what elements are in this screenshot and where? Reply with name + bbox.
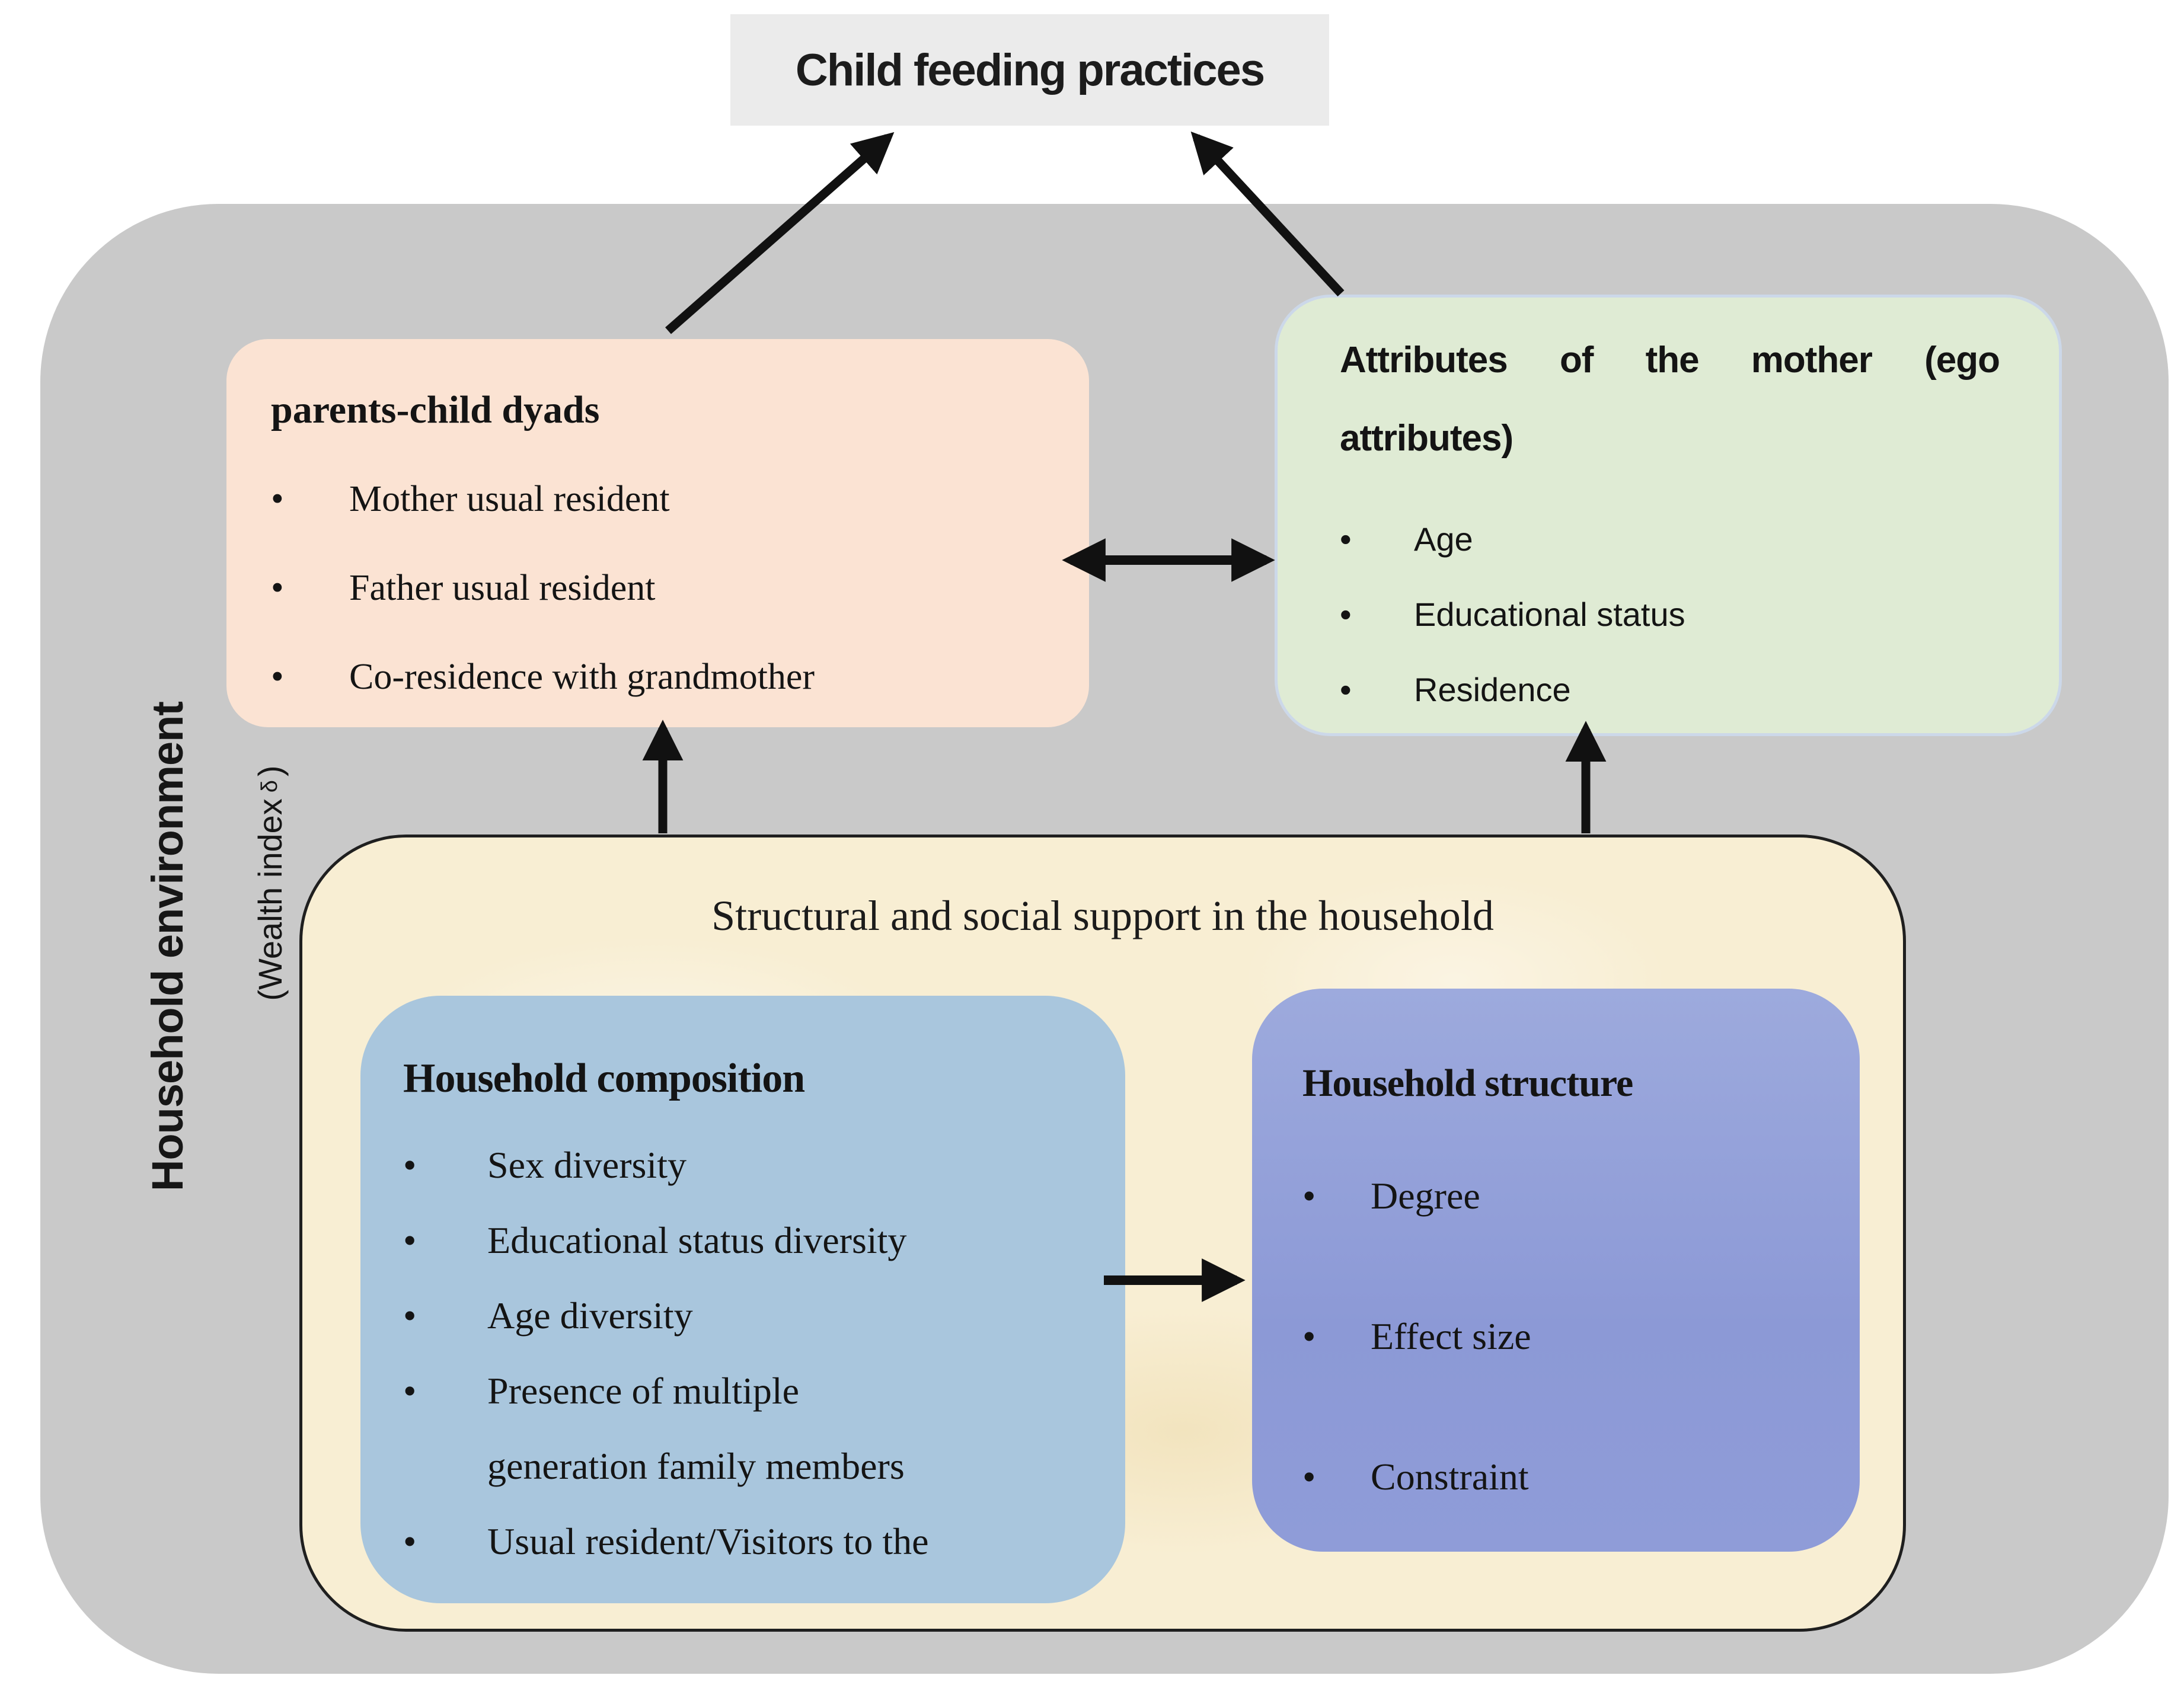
title-word: the: [1645, 340, 1700, 381]
structural-social-support-title: Structural and social support in the hou…: [711, 892, 1494, 939]
title-word: Attributes: [1340, 340, 1508, 381]
household-structure-title: Household structure: [1302, 1062, 1633, 1105]
household-structure-list: • Degree • Effect size • Constraint: [1302, 1172, 1836, 1501]
title-word: of: [1559, 340, 1594, 381]
household-structure-box: Household structure • Degree • Effect si…: [1252, 989, 1860, 1552]
bullet-icon: •: [1302, 1175, 1316, 1217]
list-item: • Sex diversity: [403, 1127, 1101, 1203]
wealth-index-suffix: ): [251, 765, 289, 777]
mother-attributes-title-line1: Attributes of the mother (ego: [1340, 321, 2000, 399]
mother-attributes-list: • Age • Educational status • Residence: [1340, 501, 2000, 727]
household-composition-title: Household composition: [403, 1056, 805, 1101]
bullet-icon: •: [403, 1219, 417, 1261]
child-feeding-practices-box: Child feeding practices: [730, 14, 1329, 126]
list-item-label: Mother usual resident: [349, 479, 670, 519]
list-item: • Degree: [1302, 1172, 1836, 1220]
bullet-icon: •: [271, 479, 284, 519]
child-feeding-practices-title: Child feeding practices: [795, 44, 1265, 95]
title-word: mother: [1751, 340, 1873, 381]
bullet-icon: •: [1340, 520, 1352, 558]
bullet-icon: •: [271, 657, 284, 697]
bullet-icon: •: [1302, 1315, 1316, 1357]
list-item: • Residence: [1340, 652, 2000, 727]
list-item-label: Presence of multiple generation family m…: [487, 1370, 905, 1487]
list-item-label: Age diversity: [487, 1294, 693, 1337]
household-environment-text: Household environment: [142, 702, 192, 1191]
bullet-icon: •: [403, 1520, 417, 1562]
wealth-index-prefix: (Wealth index: [251, 798, 289, 1001]
list-item-label: Residence: [1414, 671, 1571, 708]
list-item: • Educational status: [1340, 577, 2000, 652]
wealth-index-label: (Wealth index δ ): [251, 744, 289, 1022]
bullet-icon: •: [403, 1370, 417, 1412]
list-item: • Presence of multiple generation family…: [403, 1353, 1101, 1504]
title-word: (ego: [1924, 340, 2000, 381]
list-item-label: Father usual resident: [349, 568, 656, 608]
list-item-label: Educational status diversity: [487, 1219, 907, 1261]
list-item: • Age diversity: [403, 1278, 1101, 1353]
mother-attributes-box: Attributes of the mother (ego attributes…: [1275, 295, 2062, 736]
list-item-label: Educational status: [1414, 596, 1685, 633]
bullet-icon: •: [1340, 671, 1352, 708]
list-item: • Usual resident/Visitors to the: [403, 1504, 1101, 1579]
bullet-icon: •: [403, 1144, 417, 1186]
household-composition-box: Household composition • Sex diversity • …: [360, 996, 1125, 1603]
list-item: • Educational status diversity: [403, 1203, 1101, 1278]
bullet-icon: •: [403, 1294, 417, 1337]
household-environment-label: Household environment: [142, 674, 192, 1219]
wealth-index-delta: δ: [257, 780, 282, 793]
parents-child-dyads-title: parents-child dyads: [271, 388, 600, 431]
parents-child-dyads-box: parents-child dyads • Mother usual resid…: [226, 339, 1089, 727]
bullet-icon: •: [271, 568, 284, 608]
list-item-label: Effect size: [1371, 1315, 1531, 1357]
list-item-label: Age: [1414, 520, 1473, 558]
list-item-label: Sex diversity: [487, 1144, 687, 1186]
mother-attributes-title-line2: attributes): [1340, 418, 1514, 459]
list-item: • Mother usual resident: [271, 455, 1053, 544]
list-item: • Effect size: [1302, 1313, 1836, 1360]
bullet-icon: •: [1340, 596, 1352, 633]
household-composition-list: • Sex diversity • Educational status div…: [403, 1127, 1101, 1579]
parents-child-dyads-list: • Mother usual resident • Father usual r…: [271, 455, 1053, 721]
list-item: • Co-residence with grandmother: [271, 632, 1053, 721]
list-item-label: Co-residence with grandmother: [349, 657, 815, 697]
list-item: • Constraint: [1302, 1453, 1836, 1501]
list-item-label: Degree: [1371, 1175, 1480, 1217]
list-item-label: Constraint: [1371, 1456, 1529, 1498]
list-item-label: Usual resident/Visitors to the: [487, 1520, 929, 1562]
list-item: • Father usual resident: [271, 544, 1053, 632]
list-item: • Age: [1340, 501, 2000, 577]
bullet-icon: •: [1302, 1456, 1316, 1498]
